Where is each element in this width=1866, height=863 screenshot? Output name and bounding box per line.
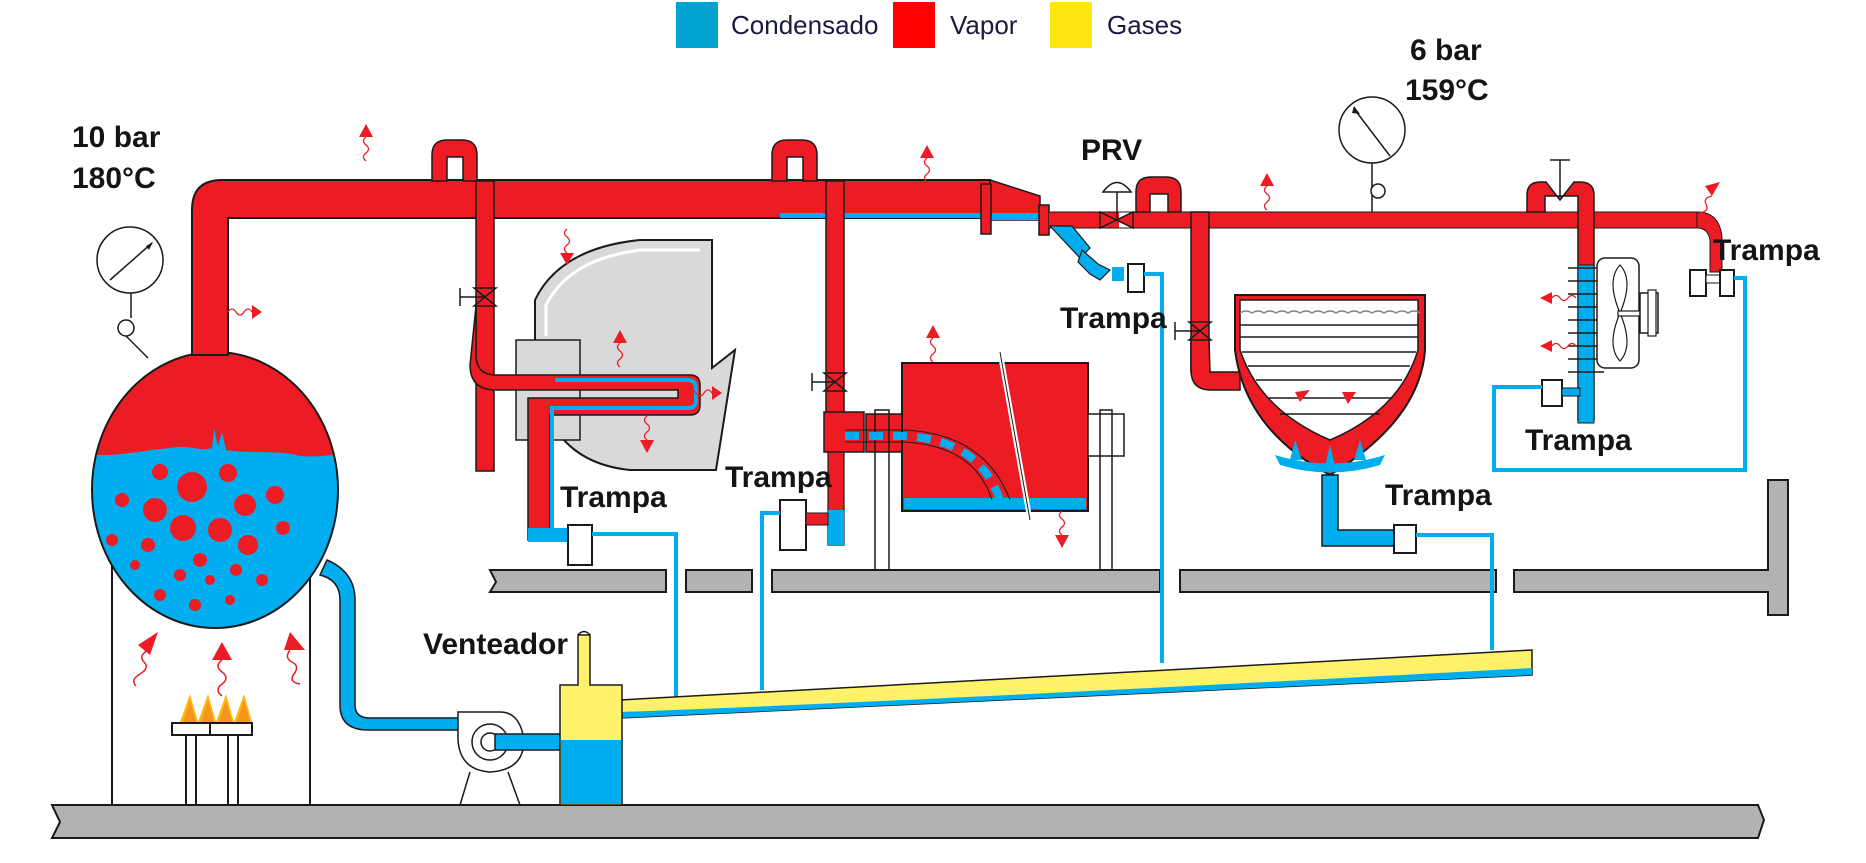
jacketed-heater: [459, 180, 737, 542]
platform-segment-2: [685, 569, 753, 593]
trap-label-1: Trampa: [560, 481, 667, 514]
boiler: [91, 351, 339, 805]
prv-label: PRV: [1081, 134, 1142, 167]
condensate-receiver: [559, 630, 623, 806]
ground-slab: [50, 804, 1766, 839]
heat-loss-arrows: [227, 124, 1720, 548]
gauge-dial: [1338, 96, 1406, 164]
air-heater-fan: [1526, 159, 1659, 424]
platform-segment-5: [1513, 479, 1789, 616]
heat-arrow-right: [687, 386, 722, 400]
legend-label-gases: Gases: [1107, 10, 1182, 40]
drip-leg-prv: [1048, 225, 1124, 281]
boiler-temperature-label: 180°C: [72, 162, 156, 195]
trap-label-6: Trampa: [1713, 234, 1820, 267]
gauge-dial: [96, 226, 164, 294]
steam-trap-1: [567, 524, 593, 566]
expansion-loop-1: [431, 139, 478, 182]
trap-label-2: Trampa: [725, 461, 832, 494]
heat-arrow-up: [359, 124, 373, 162]
steam-trap-4: [1393, 524, 1417, 554]
rotary-drum: [811, 180, 1125, 571]
trap-label-3: Trampa: [1060, 302, 1167, 335]
pressure-reducing-valve: [1099, 181, 1134, 230]
ground: [50, 479, 1789, 839]
steam-trap-3: [1127, 263, 1145, 293]
heat-arrow-down: [1055, 510, 1069, 548]
platform-segment-3: [771, 569, 1161, 593]
heat-arrow-up: [1260, 173, 1274, 211]
heat-arrow-diag: [1295, 390, 1310, 402]
steam-trap-5: [1541, 379, 1581, 407]
heat-arrows-boiler: [133, 632, 305, 697]
flange-2: [1038, 204, 1050, 236]
expansion-loop-3: [1135, 176, 1182, 213]
steam-kettle: [1174, 211, 1426, 547]
burner: [171, 694, 253, 805]
flange-1: [980, 183, 992, 235]
heat-arrow-down: [560, 228, 574, 265]
heat-arrow-diag: [1698, 182, 1720, 221]
flame-icon: [180, 694, 252, 722]
line-temperature-label: 159°C: [1405, 74, 1489, 107]
condensate-return-header: [619, 649, 1533, 719]
trap-label-4: Trampa: [1385, 479, 1492, 512]
steam-trap-6: [1689, 269, 1735, 297]
boiler-pressure-label: 10 bar: [72, 121, 161, 154]
trap-label-5: Trampa: [1525, 424, 1632, 457]
expansion-loop-2: [771, 139, 818, 182]
main-steam-header: [191, 178, 1723, 356]
heat-arrow-up: [920, 145, 934, 183]
burner-bar-right: [209, 722, 253, 736]
legend-swatch-gases: [1050, 2, 1092, 48]
pressure-gauge-boiler: [96, 226, 164, 359]
condensate-return-lines: [592, 272, 1747, 700]
legend-label-condensado: Condensado: [731, 10, 878, 40]
pressure-gauge-line: [1338, 96, 1406, 212]
line-pressure-label: 6 bar: [1410, 34, 1482, 67]
legend-swatch-vapor: [893, 2, 935, 48]
platform-segment-4: [1179, 569, 1497, 593]
steam-trap-2: [779, 499, 829, 551]
venteador-label: Venteador: [423, 628, 568, 661]
legend: Condensado Vapor Gases: [676, 2, 1182, 48]
heat-arrow-left: [1540, 340, 1577, 352]
legend-label-vapor: Vapor: [950, 10, 1018, 40]
heat-arrow-right: [227, 305, 262, 319]
legend-swatch-condensado: [676, 2, 718, 48]
heat-arrow-diag: [1342, 392, 1356, 404]
heat-arrow-down: [640, 415, 654, 453]
heat-arrow-left: [1540, 292, 1577, 304]
heat-arrow-up: [926, 325, 940, 363]
platform-segment-1: [488, 569, 667, 593]
boiler-bubbles: [106, 464, 290, 611]
heat-arrow-up: [613, 330, 627, 368]
feed-pump: [457, 711, 561, 806]
burner-bar-left: [171, 722, 213, 736]
